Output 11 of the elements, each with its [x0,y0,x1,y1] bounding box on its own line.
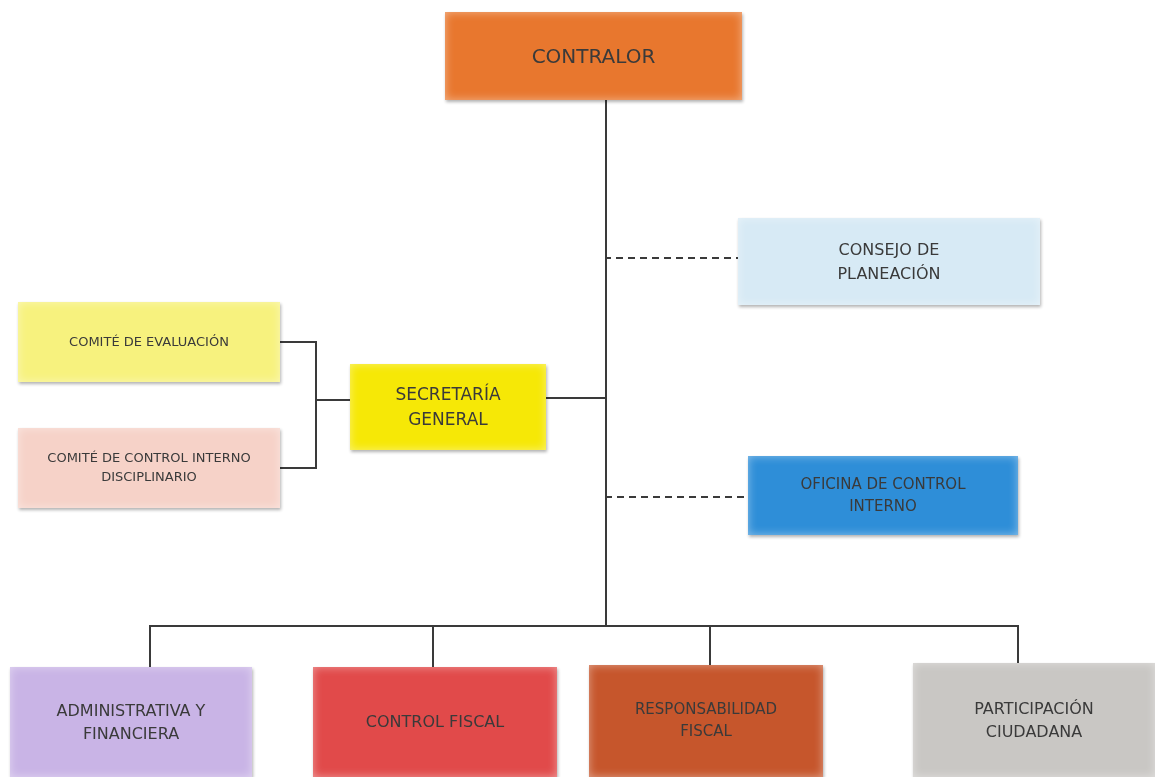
org-unit-box: COMITÉ DE CONTROL INTERNO DISCIPLINARIO [18,428,280,508]
org-unit-box: COMITÉ DE EVALUACIÓN [18,302,280,382]
org-unit-box: PARTICIPACIÓN CIUDADANA [913,663,1155,777]
org-unit-box: CONTROL FISCAL [313,667,557,777]
org-unit-box: CONSEJO DE PLANEACIÓN [738,218,1040,305]
connector-line [279,399,351,469]
org-unit-box: ADMINISTRATIVA Y FINANCIERA [10,667,252,777]
org-unit-box: RESPONSABILIDAD FISCAL [589,665,823,777]
org-unit-box: SECRETARÍA GENERAL [350,364,546,450]
org-unit-box: CONTRALOR [445,12,742,100]
org-unit-box: OFICINA DE CONTROL INTERNO [748,456,1018,535]
